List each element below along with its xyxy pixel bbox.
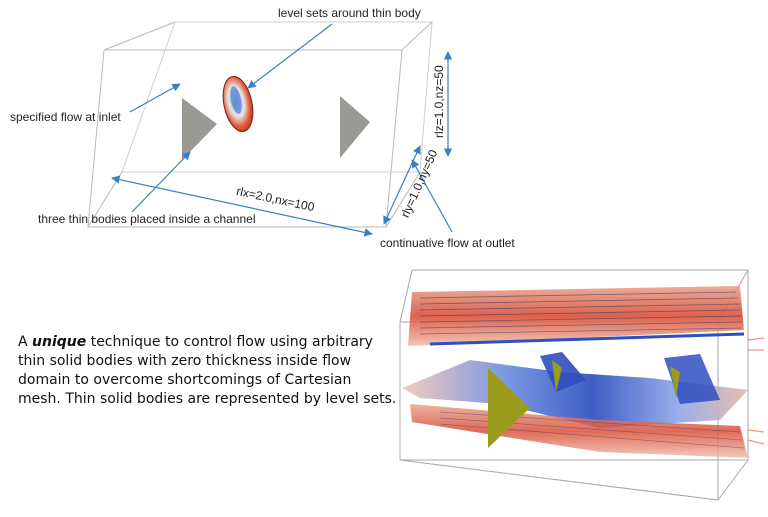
outlet-pointer — [411, 159, 453, 233]
thin-body-left — [182, 98, 217, 160]
description-body: technique to control flow using arbitrar… — [18, 334, 397, 407]
description-text: A unique technique to control flow using… — [18, 333, 398, 409]
thin-bodies-label: three thin bodies placed inside a channe… — [38, 212, 256, 226]
inlet-pointer — [129, 83, 181, 113]
thin-body-right — [340, 96, 370, 158]
description-emphasis: unique — [32, 334, 87, 350]
dim-z-label: rlz=1.0,nz=50 — [432, 65, 446, 138]
flow-field — [402, 286, 765, 458]
olive-body-back — [670, 366, 680, 398]
olive-body-front — [488, 368, 530, 448]
description-prefix: A — [18, 334, 33, 350]
thin-bodies-pointer — [131, 151, 191, 213]
inlet-label: specified flow at inlet — [10, 110, 121, 124]
olive-body-mid — [552, 360, 562, 392]
dim-y-arrow — [383, 145, 421, 225]
outlet-label: continuative flow at outlet — [380, 236, 515, 250]
level-sets-label: level sets around thin body — [278, 6, 421, 20]
level-sets-pointer — [247, 23, 333, 89]
level-set-blob — [222, 75, 254, 133]
